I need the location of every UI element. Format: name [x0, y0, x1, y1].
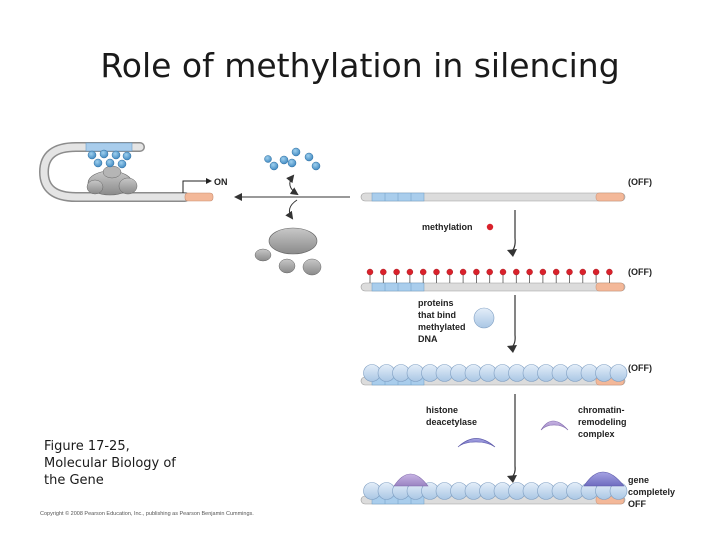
methyl-group: [499, 268, 507, 276]
methyl-group: [446, 268, 453, 276]
methyl-binding-proteins-row-4: [363, 482, 628, 500]
histone-deacetylase-label: histone deacetylase: [426, 405, 477, 427]
copyright-note: Copyright © 2008 Pearson Education, Inc.…: [40, 511, 254, 517]
chromatin-remodeler-icon: [540, 420, 569, 431]
methyl-binding-protein: [609, 364, 628, 382]
methyl-groups: [366, 268, 613, 283]
histone-deacetylase-icon: [457, 438, 496, 448]
figure-caption: Figure 17-25, Molecular Biology of the G…: [44, 439, 176, 488]
free-activator: [254, 227, 322, 276]
methylation-label: methylation: [422, 222, 473, 232]
dna-strand-1: [360, 192, 626, 202]
methyl-group: [526, 268, 533, 276]
methyl-group: [513, 268, 520, 276]
methyl-group: [393, 268, 400, 276]
on-label: ON: [214, 177, 228, 187]
off-label-2: (OFF): [628, 267, 652, 277]
chromatin-remodeling-label: chromatin- remodeling complex: [578, 405, 629, 439]
methyl-group: [592, 268, 600, 276]
methyl-binding-protein-icon: [473, 307, 495, 329]
proteins-label: proteins that bind methylated DNA: [418, 298, 468, 344]
bound-complexes: [393, 471, 625, 487]
methyl-group: [486, 268, 493, 276]
gene-completely-off-label: gene completely OFF: [628, 475, 678, 509]
dna-strands: [360, 192, 626, 505]
methyl-group: [566, 268, 573, 276]
methyl-group: [553, 268, 560, 276]
methyl-group: [420, 268, 427, 276]
methyl-group: [366, 268, 374, 276]
stage-arrows: [507, 210, 517, 483]
methyl-group: [433, 268, 440, 276]
methyl-group: [380, 268, 387, 276]
dna-strand-2: [360, 282, 626, 292]
methyl-binding-proteins-row-3: [363, 364, 628, 382]
methyl-group: [579, 268, 586, 276]
methyl-group: [539, 268, 547, 276]
methyl-group: [406, 268, 414, 276]
methyl-group-icon: [486, 223, 494, 231]
active-gene-loop: [38, 142, 214, 202]
slide-title: Role of methylation in silencing: [100, 46, 620, 85]
off-label-3: (OFF): [628, 363, 652, 373]
methyl-group: [459, 268, 467, 276]
free-factors: [264, 147, 321, 171]
methyl-group: [606, 268, 613, 276]
methyl-group: [473, 268, 480, 276]
off-label-1: (OFF): [628, 177, 652, 187]
